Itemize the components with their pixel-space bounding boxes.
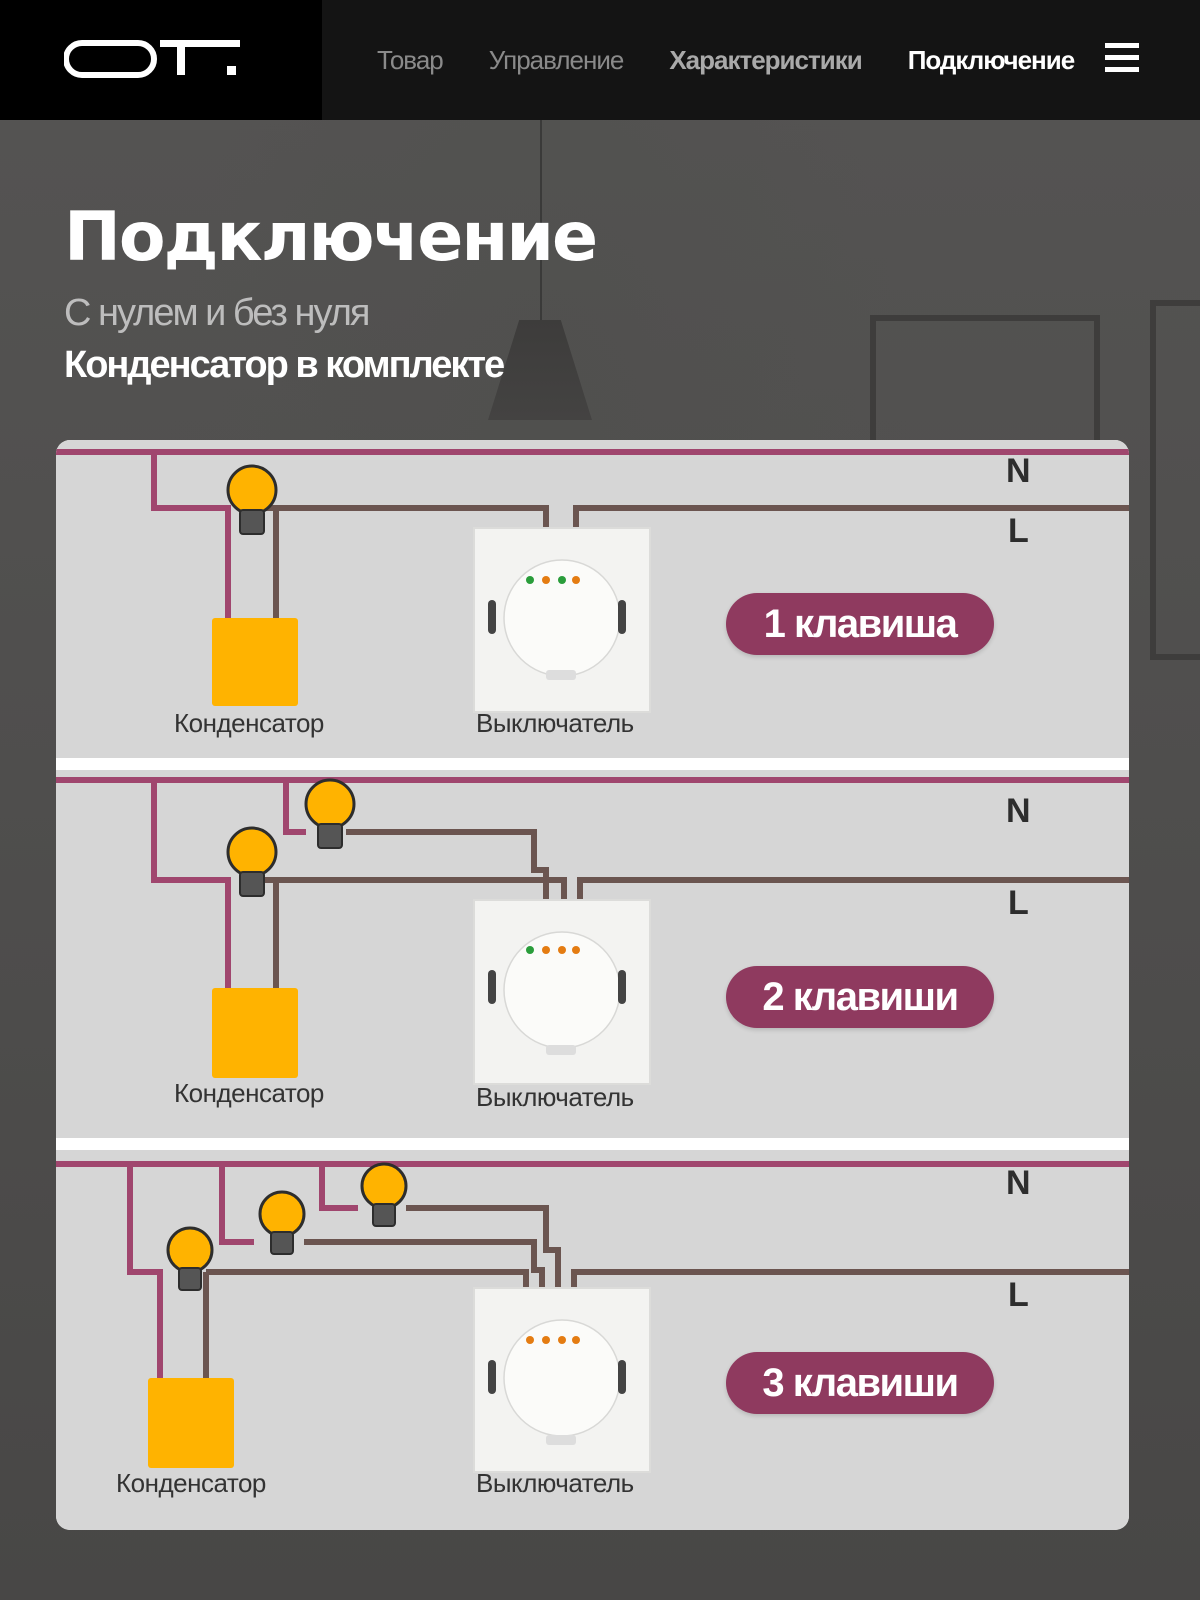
section-subtitle-bold: Конденсатор в комплекте	[64, 344, 505, 386]
live-label: L	[1008, 1276, 1029, 1314]
neutral-label: N	[1006, 452, 1031, 490]
wiring-graphic	[56, 449, 1129, 713]
nav-item-specs[interactable]: Характеристики	[669, 44, 862, 75]
capacitor-label: Конденсатор	[174, 1078, 324, 1108]
keys-badge: 1 клавиша	[726, 593, 994, 655]
capacitor-label: Конденсатор	[116, 1468, 266, 1498]
keys-badge: 3 клавиши	[726, 1352, 994, 1414]
wiring-diagram-1: Конденсатор Выключатель 1 клавиша N L	[56, 440, 1129, 758]
wiring-diagram-3: Конденсатор Выключатель 3 клавиши N L	[56, 1150, 1129, 1530]
keys-badge: 2 клавиши	[726, 966, 994, 1028]
wiring-graphic	[56, 1161, 1129, 1473]
live-label: L	[1008, 512, 1029, 550]
main-nav: Товар Управление Характеристики Подключе…	[377, 0, 1120, 120]
nav-item-connection[interactable]: Подключение	[907, 44, 1075, 75]
neutral-label: N	[1006, 792, 1031, 830]
live-label: L	[1008, 884, 1029, 922]
neutral-label: N	[1006, 1164, 1031, 1202]
wiring-diagram-2: Конденсатор Выключатель 2 клавиши N L	[56, 770, 1129, 1138]
wall-frame	[1150, 300, 1200, 660]
brand-logo[interactable]	[64, 40, 244, 80]
nav-item-product[interactable]: Товар	[377, 44, 444, 75]
capacitor-label: Конденсатор	[174, 708, 324, 738]
top-navigation-bar: Товар Управление Характеристики Подключе…	[0, 0, 1200, 120]
wiring-graphic	[56, 777, 1129, 1085]
wiring-diagrams-card: Конденсатор Выключатель 1 клавиша N L	[56, 440, 1129, 1530]
switch-label: Выключатель	[476, 1468, 634, 1498]
logo-container[interactable]	[0, 0, 322, 120]
nav-item-control[interactable]: Управление	[488, 44, 625, 75]
switch-label: Выключатель	[476, 708, 634, 738]
section-subtitle: С нулем и без нуля	[64, 292, 370, 334]
pendant-lamp	[488, 320, 592, 420]
hamburger-icon[interactable]	[1105, 43, 1139, 77]
section-title: Подключение	[64, 198, 598, 277]
switch-label: Выключатель	[476, 1082, 634, 1112]
lamp-cord	[540, 120, 542, 325]
